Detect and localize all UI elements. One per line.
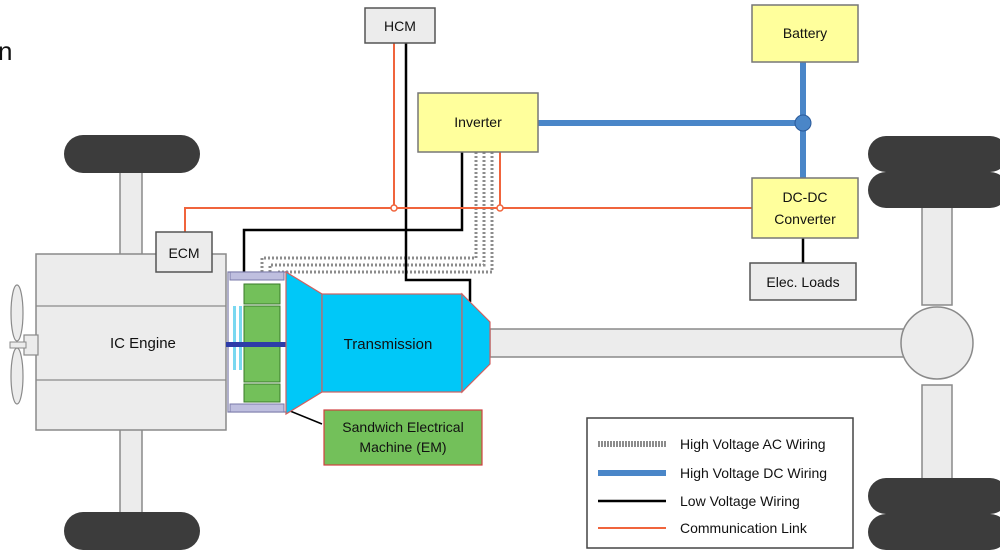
ecm: ECM xyxy=(155,231,213,273)
em-bottom-plate xyxy=(229,403,285,413)
engine-block xyxy=(35,253,227,431)
em-shaft xyxy=(226,342,288,347)
legend-label-hv-ac: High Voltage AC Wiring xyxy=(680,436,826,452)
dcdc-label-line1: DC-DC xyxy=(782,189,827,205)
em-disc-1 xyxy=(233,306,236,370)
dcdc-converter: DC-DC Converter xyxy=(751,177,859,239)
hv-dc-junction xyxy=(794,114,812,132)
em-stator-bottom xyxy=(243,383,281,403)
hcm-label: HCM xyxy=(384,18,416,34)
battery-label: Battery xyxy=(783,25,827,41)
ecm-box xyxy=(155,231,213,273)
tire-rear-left-inner xyxy=(868,172,1000,208)
ecm-label: ECM xyxy=(168,245,199,261)
em-top-plate xyxy=(229,271,285,281)
differential xyxy=(900,306,974,380)
em-label-line2: Machine (EM) xyxy=(359,439,446,455)
fan-shaft xyxy=(9,341,27,349)
hv-ac-wire-2 xyxy=(268,152,486,272)
legend: High Voltage AC Wiring High Voltage DC W… xyxy=(586,417,854,549)
elec-loads-label: Elec. Loads xyxy=(766,274,839,290)
tire-rear-left-outer xyxy=(868,136,1000,172)
dcdc-box xyxy=(751,177,859,239)
transmission: Transmission xyxy=(285,270,491,416)
battery-box xyxy=(751,4,859,63)
transmission-tail xyxy=(461,292,491,394)
legend-label-comm: Communication Link xyxy=(680,520,808,536)
em-label-rect xyxy=(323,409,483,466)
dcdc-label-line2: Converter xyxy=(774,211,836,227)
transmission-body xyxy=(321,293,463,393)
tires xyxy=(64,135,1000,550)
tire-rear-right-outer xyxy=(868,514,1000,550)
comm-link-bus xyxy=(184,207,752,232)
battery: Battery xyxy=(751,4,859,63)
front-axle-lower xyxy=(119,419,143,521)
em-disc-2 xyxy=(239,306,242,370)
inverter: Inverter xyxy=(417,92,539,153)
em-stator-top xyxy=(243,283,281,305)
hv-ac-wire-1 xyxy=(260,152,478,272)
em-label-line1: Sandwich Electrical xyxy=(342,419,463,435)
legend-item-hv-ac: High Voltage AC Wiring xyxy=(598,436,826,452)
hv-ac-wire-3 xyxy=(278,152,494,274)
legend-item-comm: Communication Link xyxy=(598,520,808,536)
fan-blade-top xyxy=(10,284,24,342)
em-label-box: Sandwich Electrical Machine (EM) xyxy=(323,409,483,466)
hcm-box xyxy=(364,7,436,44)
inverter-box xyxy=(417,92,539,153)
rear-axle-lower xyxy=(921,384,953,496)
wiring xyxy=(184,43,812,425)
legend-item-lv: Low Voltage Wiring xyxy=(598,493,800,509)
front-axle-upper xyxy=(119,164,143,266)
electrical-machine xyxy=(226,271,289,413)
elec-loads-box xyxy=(749,262,857,301)
hcm: HCM xyxy=(364,7,436,44)
elec-loads: Elec. Loads xyxy=(749,262,857,301)
tire-front-left xyxy=(64,135,200,173)
legend-item-hv-dc: High Voltage DC Wiring xyxy=(598,465,827,481)
ic-engine: IC Engine xyxy=(9,253,227,431)
tire-rear-right-inner xyxy=(868,478,1000,514)
lv-wire-inverter xyxy=(242,152,464,272)
corner-text-fragment: n xyxy=(0,36,12,66)
tire-front-right xyxy=(64,512,200,550)
legend-box xyxy=(586,417,854,549)
legend-label-lv: Low Voltage Wiring xyxy=(680,493,800,509)
fan-blade-bottom xyxy=(10,347,24,405)
legend-label-hv-dc: High Voltage DC Wiring xyxy=(680,465,827,481)
transmission-label: Transmission xyxy=(344,336,433,353)
comm-junction-hcm xyxy=(390,204,398,212)
chassis xyxy=(119,164,974,521)
comm-junction-inverter xyxy=(496,204,504,212)
inverter-label: Inverter xyxy=(454,114,502,130)
lv-wire-hcm xyxy=(404,43,472,302)
engine-label: IC Engine xyxy=(110,335,176,352)
drive-shaft xyxy=(489,328,911,358)
transmission-bell xyxy=(285,270,323,416)
